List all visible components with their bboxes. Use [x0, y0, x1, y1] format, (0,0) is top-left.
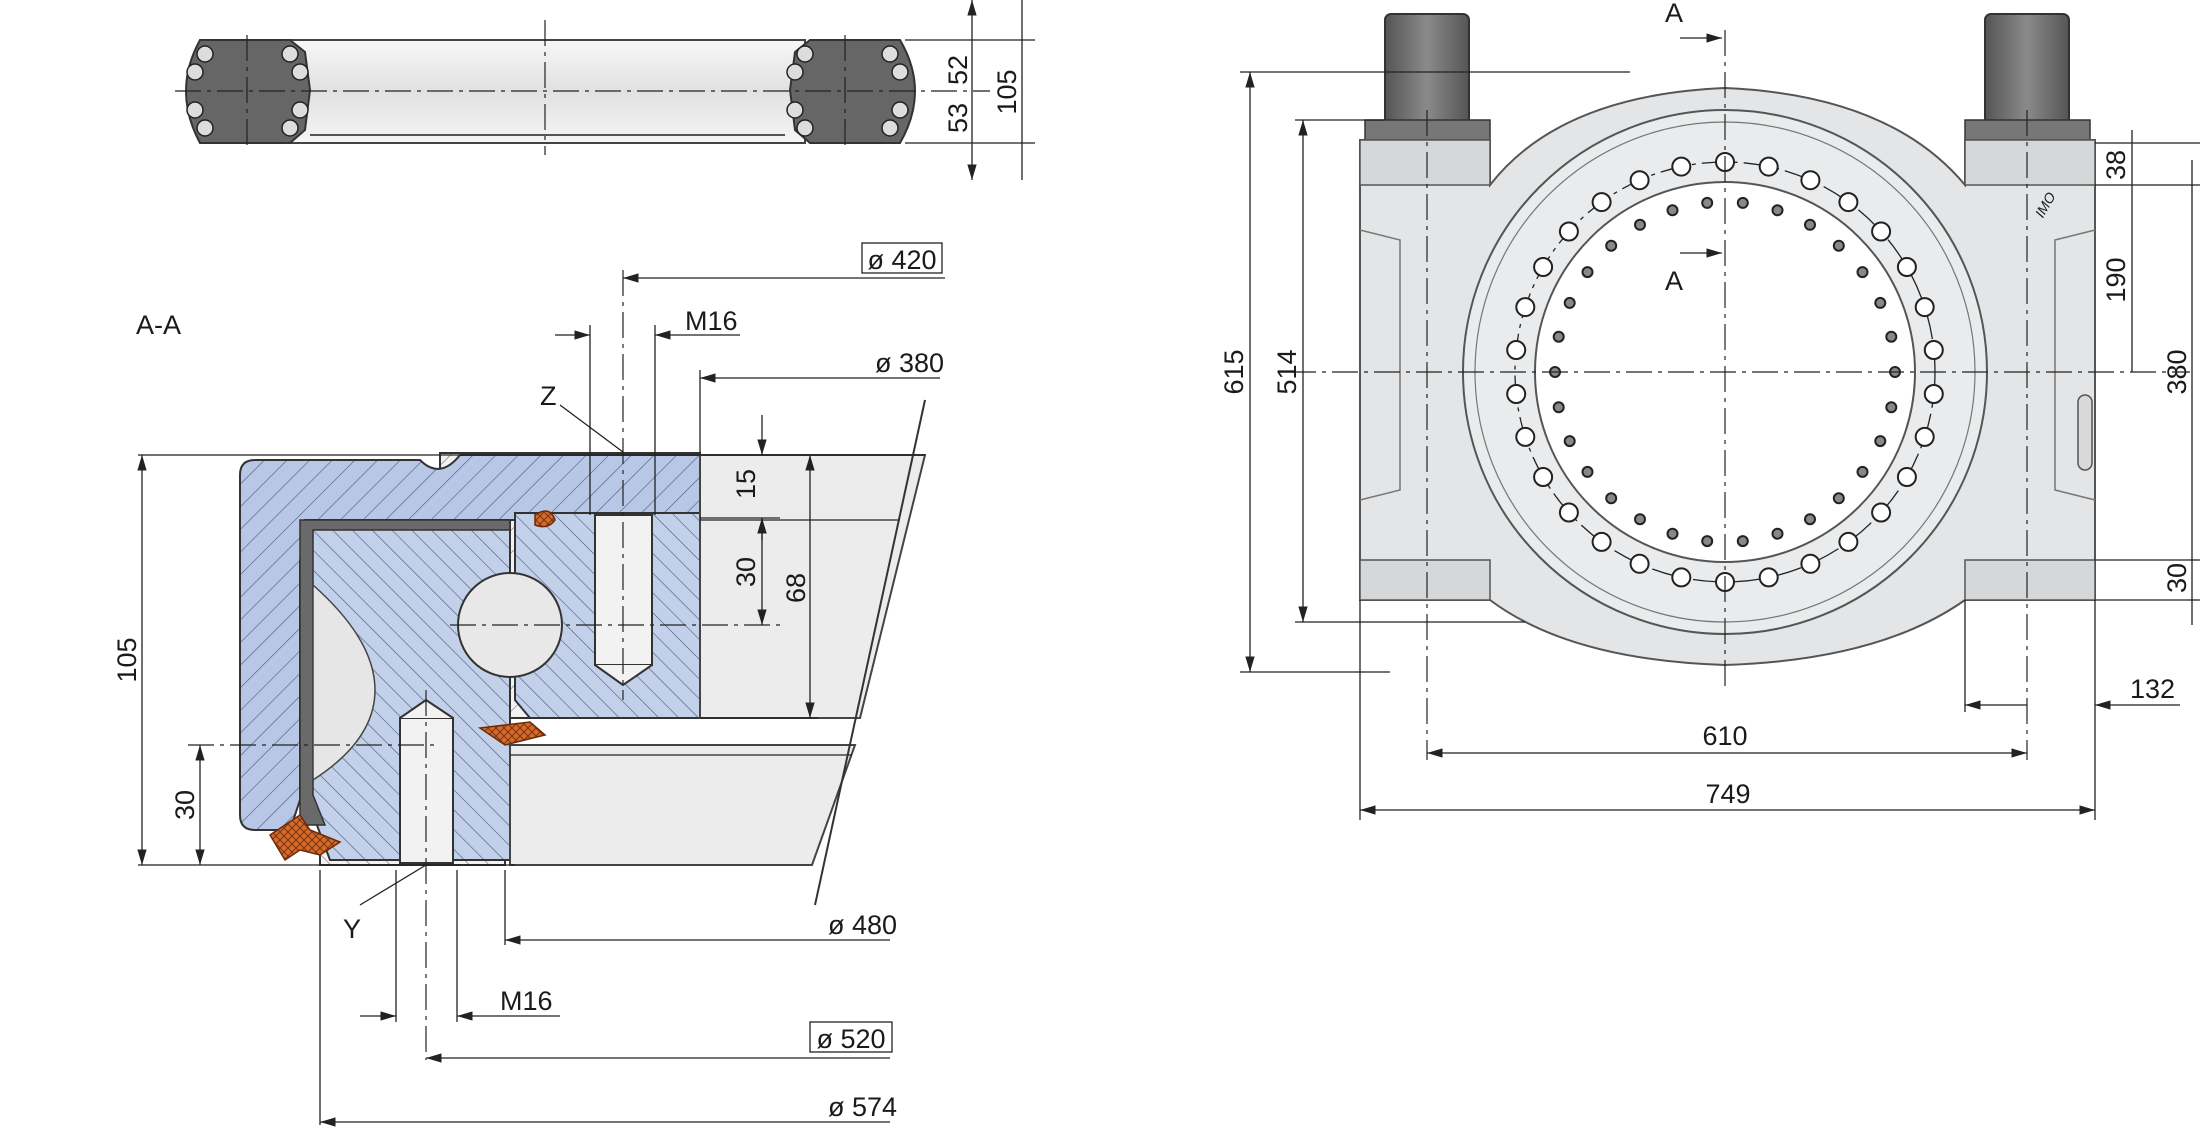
bolt-hole: [1552, 401, 1565, 414]
bolt-hole: [1563, 296, 1576, 309]
bolt-hole: [1758, 156, 1779, 177]
bolt-hole: [1800, 553, 1821, 574]
bolt-hole: [1605, 492, 1618, 505]
bolt-hole: [1885, 401, 1898, 414]
dim-r380: 380: [2162, 349, 2192, 394]
dim-d574: ø 574: [828, 1092, 897, 1122]
bolt-hole: [1856, 465, 1869, 478]
bolt-hole: [1923, 384, 1944, 404]
bolt-hole: [1874, 296, 1887, 309]
dim-m16-top: M16: [685, 306, 738, 336]
bolt-hole: [1736, 196, 1749, 209]
bolt-hole: [1804, 218, 1816, 231]
bolt-hole: [1558, 502, 1579, 523]
dim-r749: 749: [1705, 779, 1750, 809]
dim-top-53: 53: [943, 103, 973, 133]
dim-r30: 30: [2162, 563, 2192, 593]
bolt-hole: [1771, 527, 1784, 540]
bolt-hole: [1800, 170, 1821, 191]
bolt-hole: [1923, 340, 1944, 360]
top-bolts-right: [786, 45, 909, 137]
detail-label-y: Y: [343, 914, 361, 944]
bolt-hole: [1914, 426, 1935, 447]
dim-m16-bottom: M16: [500, 986, 553, 1016]
detail-label-z: Z: [540, 381, 557, 411]
bolt-hole: [1838, 531, 1859, 552]
bolt-hole: [1771, 204, 1784, 217]
dim-r132: 132: [2130, 674, 2175, 704]
dim-h15: 15: [731, 469, 761, 499]
dim-h68: 68: [781, 573, 811, 603]
bolt-hole: [1515, 426, 1536, 447]
bolt-hole: [1856, 266, 1869, 279]
cut-mark-bottom: A: [1665, 266, 1683, 296]
bolt-hole: [1671, 567, 1692, 588]
dim-top-105: 105: [992, 69, 1022, 114]
bolt-hole: [1666, 527, 1679, 540]
top-side-view: 52 53 105: [175, 0, 1035, 180]
bolt-hole: [1558, 221, 1579, 242]
bolt-hole: [1871, 221, 1892, 242]
front-view: IMO A A 615 514 38 190 380 3: [1219, 0, 2200, 820]
bolt-hole: [1885, 330, 1898, 343]
bolt-hole: [1832, 239, 1845, 252]
bolt-hole: [1804, 513, 1816, 526]
bolt-hole: [1515, 297, 1536, 318]
bolt-hole: [1758, 567, 1779, 588]
bolt-hole: [1533, 467, 1554, 487]
ring-holes: [1506, 152, 1944, 592]
section-a-a: A-A: [112, 242, 945, 1127]
section-label: A-A: [136, 310, 181, 340]
bolt-hole: [1506, 340, 1527, 360]
bolt-hole: [1629, 170, 1650, 191]
bolt-hole: [1896, 467, 1917, 487]
bolt-hole: [1671, 156, 1692, 177]
dim-d380: ø 380: [875, 348, 944, 378]
bolt-hole: [1701, 196, 1714, 209]
bolt-hole: [1874, 435, 1887, 448]
dim-d420: ø 420: [867, 245, 936, 275]
bolt-hole: [1581, 465, 1594, 478]
bolt-hole: [1581, 266, 1594, 279]
dim-h30-left: 30: [170, 790, 200, 820]
bolt-hole: [1629, 553, 1650, 574]
bolt-hole: [1552, 330, 1565, 343]
bolt-hole: [1563, 435, 1576, 448]
bolt-hole: [1701, 535, 1714, 548]
dim-r610: 610: [1702, 721, 1747, 751]
bolt-hole: [1591, 192, 1612, 213]
dim-r514: 514: [1272, 349, 1302, 394]
bolt-hole: [1666, 204, 1679, 217]
bolt-hole: [1838, 192, 1859, 213]
bolt-hole: [1832, 492, 1845, 505]
bolt-hole: [1533, 257, 1554, 277]
bolt-hole: [1605, 239, 1618, 252]
bolt-hole: [1634, 218, 1646, 231]
dim-r190: 190: [2101, 257, 2131, 302]
dim-d480: ø 480: [828, 910, 897, 940]
bolt-hole: [1896, 257, 1917, 277]
dim-top-52: 52: [943, 55, 973, 85]
bolt-hole: [1871, 502, 1892, 523]
dim-r38: 38: [2101, 150, 2131, 180]
dim-h30-mid: 30: [731, 557, 761, 587]
dim-r615: 615: [1219, 349, 1249, 394]
top-bolts-left: [186, 45, 309, 137]
cut-mark-top: A: [1665, 0, 1683, 28]
bolt-hole: [1914, 297, 1935, 318]
dim-h105-left: 105: [112, 637, 142, 682]
bolt-hole: [1634, 513, 1646, 526]
bolt-hole: [1591, 531, 1612, 552]
bolt-hole: [1506, 384, 1527, 404]
dim-d520: ø 520: [816, 1024, 885, 1054]
bolt-hole: [1736, 535, 1749, 548]
